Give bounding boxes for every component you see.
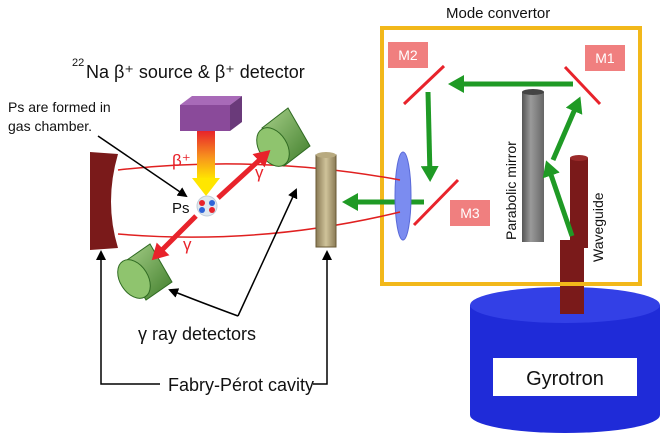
gamma-detector-bottom <box>117 243 173 301</box>
m1-label: M1 <box>595 50 615 66</box>
gamma-arrow-top <box>216 149 271 200</box>
fabry-perot-label: Fabry-Pérot cavity <box>168 375 314 395</box>
mirror-m2 <box>402 64 446 106</box>
m1-badge: M1 <box>585 45 625 71</box>
mirror-m1 <box>563 65 602 106</box>
microwave-beam <box>342 75 583 237</box>
source-box <box>180 96 242 131</box>
parabolic-mirror <box>522 89 544 242</box>
m3-label: M3 <box>460 205 480 221</box>
mode-convertor-frame <box>380 26 642 286</box>
ps-formed-pointer <box>97 135 188 198</box>
m2-badge: M2 <box>388 42 428 68</box>
laser-line-bottom <box>117 211 401 238</box>
cavity-mirror-left <box>90 152 118 250</box>
beta-arrow-shaft <box>197 131 215 179</box>
beta-plus-label: β⁺ <box>172 151 191 170</box>
source-mass-number: 22 <box>72 57 84 69</box>
gamma-detectors-pointer-2 <box>168 288 239 317</box>
ps-formed-line1: Ps are formed in <box>8 99 111 115</box>
parabolic-mirror-label: Parabolic mirror <box>503 141 519 240</box>
source-label: Na β⁺ source & β⁺ detector <box>86 62 305 82</box>
gamma-top-label: γ <box>255 163 264 182</box>
beta-arrow-head <box>192 178 220 196</box>
fabry-perot-pointer-left <box>96 250 160 385</box>
gamma-detectors-pointer <box>237 188 298 317</box>
gyrotron-label-box <box>493 358 637 396</box>
gyrotron-label: Gyrotron <box>526 368 604 390</box>
gyrotron: Gyrotron <box>470 287 660 433</box>
mirror-m3 <box>412 178 460 227</box>
ps-label: Ps <box>172 200 190 217</box>
gamma-detectors-label: γ ray detectors <box>138 324 256 344</box>
ps-formed-line2: gas chamber. <box>8 118 92 134</box>
cavity-window <box>315 152 337 248</box>
m3-badge: M3 <box>450 200 490 226</box>
mode-convertor-label: Mode convertor <box>446 5 550 22</box>
ps-atom <box>196 195 218 217</box>
gamma-bottom-label: γ <box>183 235 192 254</box>
lens <box>394 151 412 241</box>
m2-label: M2 <box>398 47 418 63</box>
fabry-perot-pointer-right <box>313 250 332 385</box>
waveguide-label: Waveguide <box>590 192 606 262</box>
waveguide <box>560 155 588 314</box>
gamma-arrow-bottom <box>151 214 198 261</box>
